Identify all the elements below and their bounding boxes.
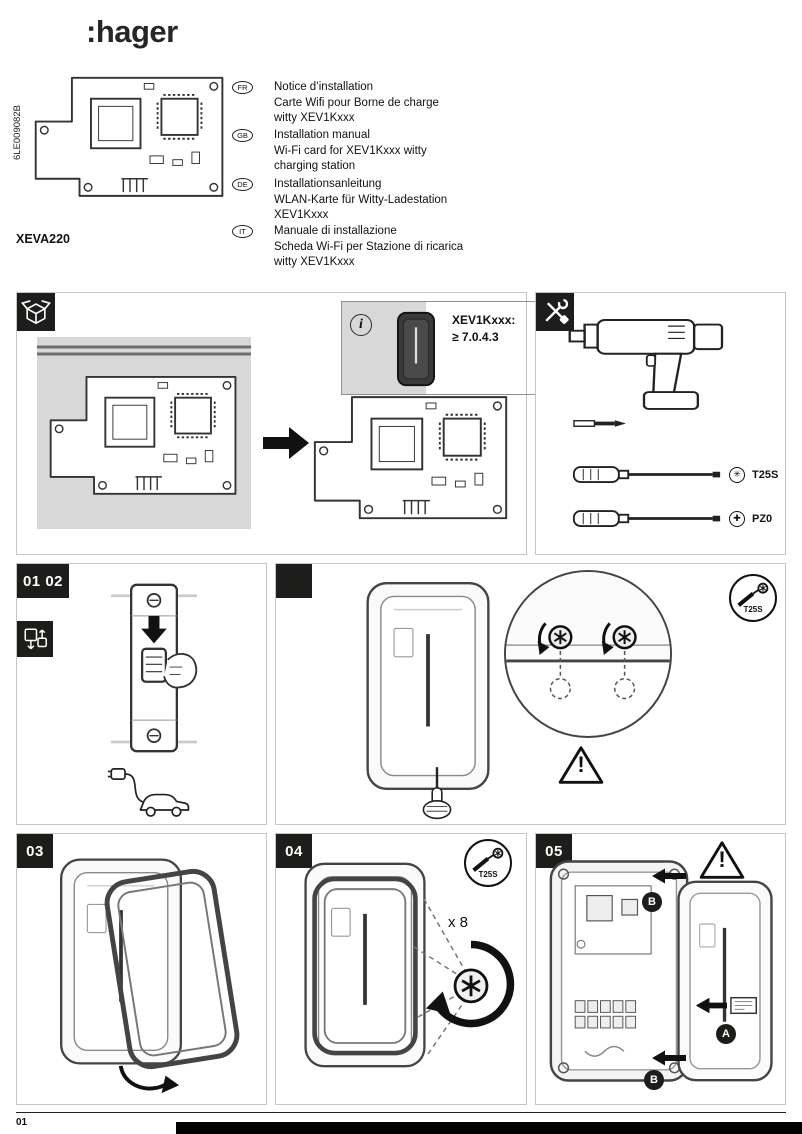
language-block-de: DE Installationsanleitung WLAN-Karte für…	[232, 177, 447, 224]
screw-count-label: x 8	[448, 914, 469, 931]
torx-tool-badge: T25S	[464, 839, 512, 887]
language-block-fr: FR Notice d’installation Carte Wifi pour…	[232, 80, 439, 127]
info-icon: i	[350, 314, 372, 336]
screw-turn-icon	[424, 937, 518, 1031]
pozidriv-screwdriver-row: ✚ PZ0	[572, 509, 772, 528]
tools-icon	[536, 293, 574, 331]
arrow-right-icon	[263, 427, 309, 459]
footer-divider	[16, 1112, 786, 1113]
label-a: A	[716, 1024, 736, 1044]
firmware-version: ≥ 7.0.4.3	[452, 330, 499, 344]
package-icon	[17, 293, 55, 331]
drill-bit-illustration	[572, 417, 628, 430]
warning-exclamation: !	[577, 752, 585, 777]
label-b-top: B	[642, 892, 662, 912]
step-04-badge: 04	[276, 834, 312, 868]
disconnect-icon	[17, 621, 53, 657]
warning-triangle-icon: !	[699, 839, 745, 881]
arrow-left-bottom-icon	[652, 1050, 686, 1066]
product-ref: XEVA220	[16, 232, 70, 246]
lang-line: witty XEV1Kxxx	[274, 256, 355, 268]
torx-tool-label: T25S	[478, 870, 498, 879]
screw-detail-magnifier	[504, 570, 672, 738]
panel-step-01: 01 02	[16, 563, 267, 825]
lang-line: XEV1Kxxx	[274, 209, 329, 221]
drill-illustration	[566, 297, 761, 412]
panel-step-02: ! T25S	[275, 563, 786, 825]
lang-line: Scheda Wi-Fi per Stazione di ricarica	[274, 240, 464, 253]
pcb-illustration-header	[30, 72, 230, 224]
torx-bit-icon: ✳	[729, 466, 745, 483]
step-03-badge: 03	[17, 834, 53, 868]
lang-code-de: DE	[232, 178, 253, 191]
lang-line: Wi-Fi card for XEV1Kxxx witty	[274, 144, 427, 157]
hand-with-screwdriver	[408, 764, 466, 820]
warning-triangle-icon: !	[558, 744, 604, 786]
lang-line: witty XEV1Kxxx	[274, 112, 355, 124]
arrow-left-top-icon	[652, 868, 686, 884]
pcb-after-illustration	[309, 391, 514, 538]
board-code-vertical: 6LE009082B	[12, 105, 23, 160]
lang-code-it: IT	[232, 225, 253, 238]
lang-line: charging station	[274, 160, 356, 172]
warning-exclamation: !	[718, 847, 726, 872]
pozidriv-screwdriver-illustration	[572, 509, 722, 528]
torx-size-label: T25S	[752, 468, 779, 481]
language-block-gb: GB Installation manual Wi-Fi card for XE…	[232, 128, 427, 175]
lang-code-fr: FR	[232, 81, 253, 94]
torx-tool-badge: T25S	[729, 574, 777, 622]
pcb-before-inset	[37, 337, 251, 529]
pozidriv-bit-icon: ✚	[729, 510, 745, 527]
label-b-bottom: B	[644, 1070, 664, 1090]
firmware-model: XEV1Kxxx:	[452, 313, 516, 327]
torx-tool-label: T25S	[743, 605, 763, 614]
circuit-breaker-illustration	[93, 572, 215, 764]
panel-step-03: 03	[16, 833, 267, 1105]
hager-logo: :hager	[86, 14, 178, 49]
lang-line: Installationsanleitung	[274, 178, 382, 190]
lang-line: Manuale di installazione	[274, 225, 397, 237]
footer-black-bar	[176, 1122, 802, 1134]
lang-code-gb: GB	[232, 129, 253, 142]
lang-line: Notice d’installation	[274, 81, 374, 93]
firmware-info-box: i XEV1Kxxx: ≥ 7.0.4.3	[341, 301, 537, 395]
panel-step-05: 05 ! B A B	[535, 833, 786, 1105]
wifi-card-insert-icon	[688, 984, 766, 1027]
torx-screwdriver-illustration	[572, 465, 722, 484]
screw-position-lines	[396, 889, 521, 1064]
panel-step-04: 04 T25S x 8	[275, 833, 527, 1105]
lang-line: Carte Wifi pour Borne de charge	[274, 96, 439, 109]
lang-line: WLAN-Karte für Witty-Ladestation	[274, 193, 448, 206]
page-number: 01	[16, 1117, 28, 1128]
front-cover-illustration	[674, 878, 776, 1084]
step-02-badge	[276, 564, 312, 598]
panel-package-content: i XEV1Kxxx: ≥ 7.0.4.3	[16, 292, 537, 555]
step-01-badge: 01 02	[17, 564, 69, 598]
charging-station-thumbnail	[394, 311, 438, 387]
torx-screwdriver-row: ✳ T25S	[572, 465, 778, 484]
lang-line: Installation manual	[274, 129, 370, 141]
info-box-grey-area: i	[342, 302, 426, 394]
panel-tools: ✳ T25S ✚ PZ0	[535, 292, 786, 555]
unplug-vehicle-icon	[99, 762, 199, 822]
rotate-arrow-icon	[113, 1060, 183, 1097]
language-block-it: IT Manuale di installazione Scheda Wi-Fi…	[232, 224, 463, 271]
pozidriv-size-label: PZ0	[752, 512, 773, 525]
